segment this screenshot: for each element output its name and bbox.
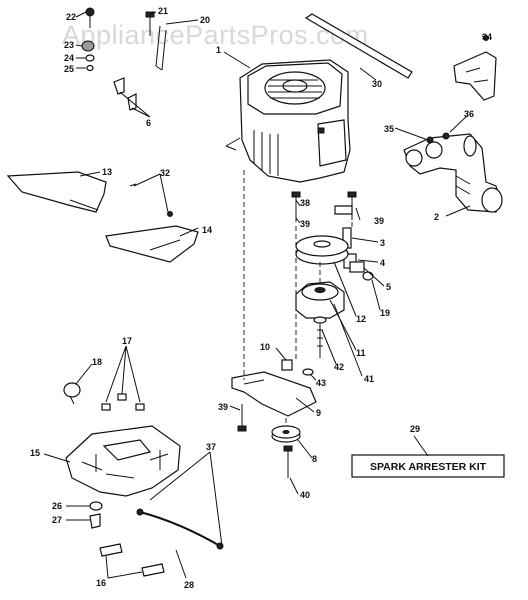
spark-arrester-kit-box: SPARK ARRESTER KIT [351, 454, 505, 478]
part-26 [89, 501, 103, 511]
callout-16: 16 [96, 578, 106, 588]
bolt-39a [291, 191, 301, 222]
callout-20: 20 [200, 15, 210, 25]
callout-43: 43 [316, 378, 326, 388]
shield-14 [105, 225, 199, 263]
part-25 [86, 64, 94, 72]
callout-39b: 39 [374, 216, 384, 226]
clutch-11 [295, 281, 345, 319]
part-23 [81, 40, 95, 52]
callout-39a: 39 [300, 219, 310, 229]
housing-15 [65, 425, 181, 497]
part-19 [362, 271, 374, 281]
alignment-lines [243, 170, 353, 426]
bar-30 [304, 13, 413, 79]
part-24 [85, 54, 95, 62]
bolt-40 [283, 445, 293, 478]
callout-40: 40 [300, 490, 310, 500]
callout-21: 21 [158, 6, 168, 16]
callout-3: 3 [380, 238, 385, 248]
callout-30: 30 [372, 79, 382, 89]
bracket-34 [453, 35, 497, 101]
callout-9: 9 [316, 408, 321, 418]
callout-2: 2 [434, 212, 439, 222]
callout-25: 25 [64, 64, 74, 74]
part-6-clips [113, 77, 137, 111]
leader-lines [43, 11, 487, 579]
bolt-39c [237, 404, 247, 432]
callout-37: 37 [206, 442, 216, 452]
callout-19: 19 [380, 308, 390, 318]
callout-8: 8 [312, 454, 317, 464]
callout-38: 38 [300, 198, 310, 208]
washer-43 [302, 368, 314, 376]
part-10 [281, 359, 293, 371]
callout-29: 29 [410, 424, 420, 434]
callout-27: 27 [52, 515, 62, 525]
callout-42: 42 [334, 362, 344, 372]
bolt-42 [313, 316, 327, 358]
callout-11: 11 [356, 348, 366, 358]
part-32 [129, 183, 173, 217]
cable-28 [136, 508, 224, 550]
bracket-9 [231, 371, 317, 417]
callout-41: 41 [364, 374, 374, 384]
part-21 [145, 11, 155, 36]
parts-17 [101, 393, 145, 411]
callout-28: 28 [184, 580, 194, 590]
callout-32: 32 [160, 168, 170, 178]
callout-17: 17 [122, 336, 132, 346]
pads-16 [99, 543, 165, 577]
callout-labels: 22 21 20 23 24 25 1 30 34 6 35 36 13 32 … [30, 6, 492, 590]
callout-36: 36 [464, 109, 474, 119]
part-3 [334, 205, 353, 249]
idler-8 [271, 425, 301, 443]
callout-10: 10 [260, 342, 270, 352]
muffler-2 [403, 133, 503, 213]
callout-1: 1 [216, 45, 221, 55]
part-20 [155, 25, 167, 71]
part-5 [349, 261, 365, 273]
callout-23: 23 [64, 40, 74, 50]
callout-13: 13 [102, 167, 112, 177]
callout-26: 26 [52, 501, 62, 511]
callout-18: 18 [92, 357, 102, 367]
callout-34: 34 [482, 32, 492, 42]
part-27 [89, 513, 101, 529]
knob-18 [63, 382, 81, 405]
callout-5: 5 [386, 282, 391, 292]
fasteners-35 [426, 132, 450, 144]
callout-24: 24 [64, 53, 74, 63]
callout-22: 22 [66, 12, 76, 22]
callout-6: 6 [146, 118, 151, 128]
callout-14: 14 [202, 225, 212, 235]
kit-label: SPARK ARRESTER KIT [370, 461, 487, 473]
pulley-12 [295, 235, 349, 265]
callout-4: 4 [380, 258, 385, 268]
engine [225, 59, 351, 183]
callout-39c: 39 [218, 402, 228, 412]
callout-15: 15 [30, 448, 40, 458]
callout-12: 12 [356, 314, 366, 324]
shield-13 [6, 171, 107, 213]
callout-35: 35 [384, 124, 394, 134]
